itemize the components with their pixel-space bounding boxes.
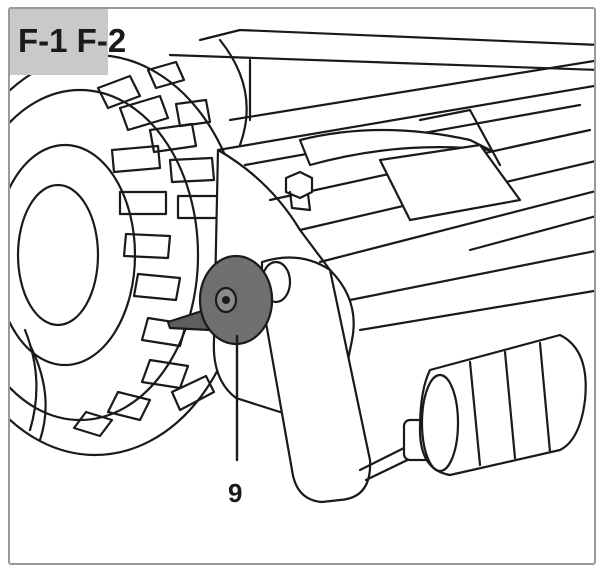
- part-9-knob: [166, 254, 274, 346]
- callout-number: 9: [228, 478, 243, 508]
- tire-tread: [72, 60, 220, 438]
- rear-roller: [358, 333, 587, 482]
- figure-tag-label: F-1 F-2: [18, 22, 127, 59]
- height-arm: [260, 256, 372, 504]
- reel-housing: [168, 28, 594, 332]
- figure-tag-background: [10, 9, 108, 75]
- top-bolt: [284, 170, 314, 212]
